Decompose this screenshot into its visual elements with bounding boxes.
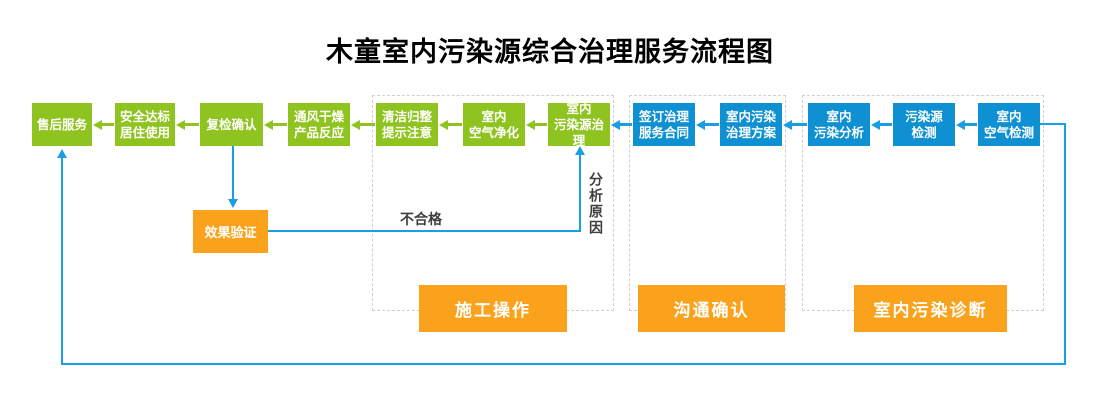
loop-connector-top [1040,123,1066,125]
page-title: 木童室内污染源综合治理服务流程图 [326,37,774,68]
flow-arrow-left-icon [871,116,892,133]
flow-arrow-left-icon [351,116,375,133]
fail-connector-vertical [579,153,581,232]
flow-box-treatment: 室内 污染源治理 [548,101,610,148]
fail-connector-horizontal [268,230,581,232]
flow-arrow-left-icon [611,116,632,133]
loop-connector-left [61,157,63,365]
flow-box-plan: 室内污染 治理方案 [720,103,782,146]
group-label-communication: 沟通确认 [638,285,785,332]
flow-arrow-left-icon [696,116,719,133]
arrow-down-icon [228,199,238,208]
flow-box-aftersales: 售后服务 [32,103,92,146]
fail-label: 不合格 [400,212,442,228]
flow-box-recheck: 复检确认 [200,103,263,146]
flow-arrow-left-icon [176,116,199,133]
flow-box-cleanup: 清洁归整 提示注意 [376,103,438,146]
flow-box-safe-use: 安全达标 居住使用 [115,103,175,146]
flow-box-purification: 室内 空气净化 [463,103,525,146]
arrow-up-icon [57,149,67,158]
flow-arrow-left-icon [439,116,462,133]
flow-box-ventilation: 通风干燥 产品反应 [288,103,350,146]
flow-arrow-left-icon [93,116,114,133]
loop-connector-bottom [61,363,1066,365]
flow-box-analysis: 室内 污染分析 [808,103,870,146]
flow-arrow-left-icon [264,116,287,133]
flow-box-contract: 签订治理 服务合同 [633,103,695,146]
flow-arrow-left-icon [956,116,977,133]
flow-box-source-test: 污染源 检测 [893,103,955,146]
analyze-reason-label: 分析原因 [587,172,603,236]
flow-box-verify: 效果验证 [193,210,268,253]
arrow-up-icon [575,146,585,155]
recheck-verify-connector [232,146,234,200]
flow-box-air-test: 室内 空气检测 [978,103,1040,146]
flow-arrow-left-icon [783,116,807,133]
loop-connector-right [1064,123,1066,365]
flow-arrow-left-icon [526,116,547,133]
group-label-construction: 施工操作 [419,285,567,332]
group-label-diagnosis: 室内污染诊断 [854,285,1007,332]
